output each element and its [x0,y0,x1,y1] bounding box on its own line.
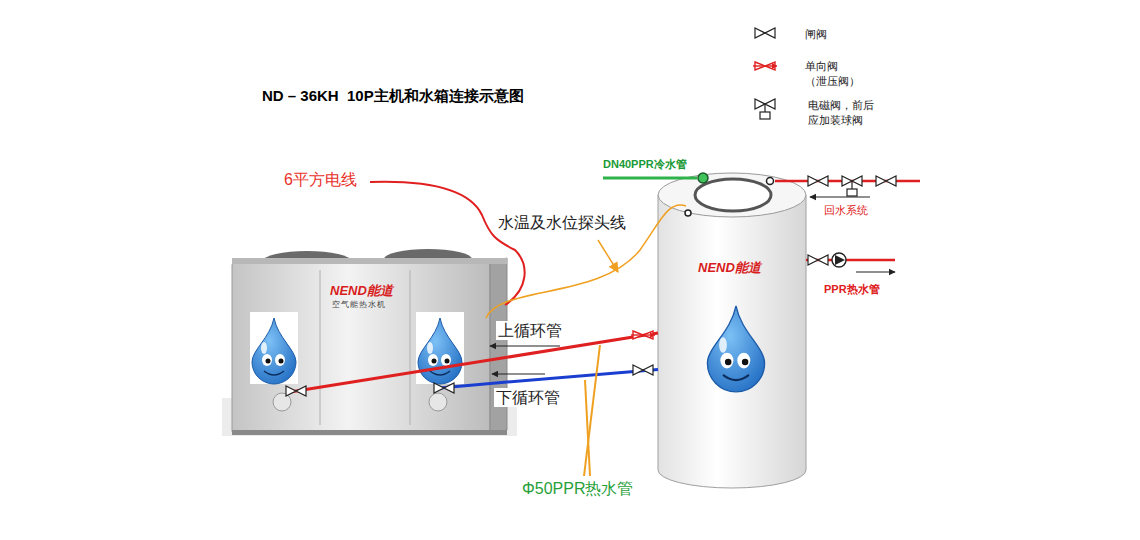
diagram-title: ND – 36KH 10P主机和水箱连接示意图 [262,87,524,105]
legend-text: 单向阀 （泄压阀） [805,59,869,89]
legend-text: 电磁阀，前后 应加装球阀 [808,98,884,128]
brand-logo: NEND能道 [330,283,393,299]
pipe-label: 回水系统 [824,204,868,217]
heat-pump-unit: NEND能道空气能热水机 [232,250,507,436]
pipe-label: PPR热水管 [824,283,880,296]
legend-text: 闸阀 [805,27,827,42]
pipe-label: Φ50PPR热水管 [522,479,633,498]
brand-logo: NEND能道 [698,260,761,276]
pipe-label: DN40PPR冷水管 [603,158,687,171]
water-tank: NEND能道 [658,173,806,488]
wire-label: 水温及水位探头线 [498,213,626,232]
product-name: 空气能热水机 [332,300,386,310]
pipe-label: 下循环管 [494,388,562,407]
pipe-label: 上循环管 [496,321,564,340]
wire-label: 6平方电线 [284,170,357,189]
